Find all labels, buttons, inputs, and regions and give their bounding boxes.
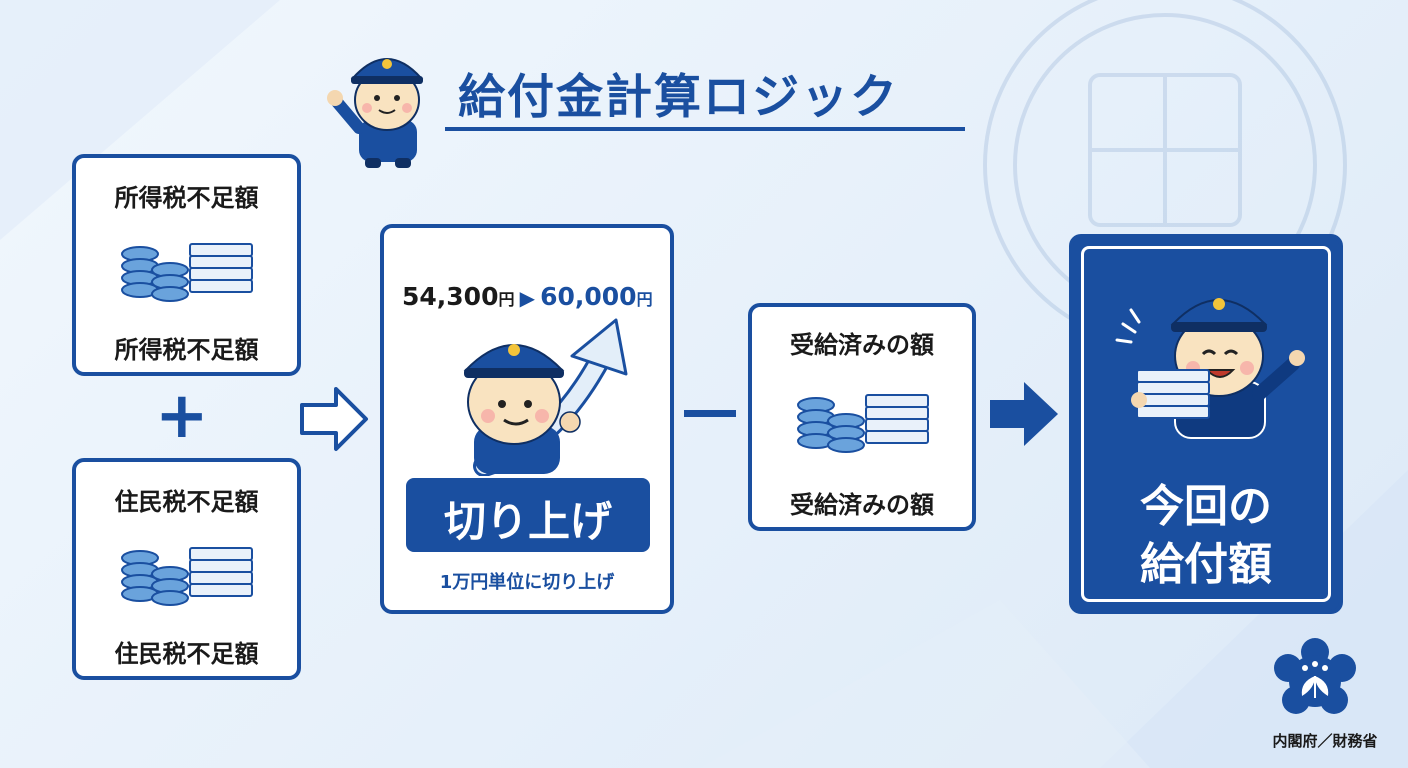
to-value: 60,000 — [540, 282, 637, 311]
resident-tax-shortfall-box: 住民税不足額 住民税不足額 — [72, 458, 301, 680]
money-stack-icon — [797, 394, 929, 453]
resident-tax-label-bottom: 住民税不足額 — [114, 640, 259, 668]
footer-credit: 内閣府／財務省 — [1272, 732, 1378, 750]
round-up-values: 54,300円 ▶ 60,000円 — [402, 282, 653, 311]
received-label-top: 受給済みの額 — [790, 331, 934, 359]
triangle-right-icon: ▶ — [519, 286, 535, 310]
result-line2: 給付額 — [1140, 539, 1272, 590]
title-underline — [445, 127, 965, 131]
outline-arrow-right-icon — [300, 387, 368, 451]
to-unit: 円 — [636, 290, 653, 309]
plus-sign: + — [155, 379, 209, 453]
from-value: 54,300 — [402, 282, 499, 311]
minus-sign — [684, 410, 736, 417]
money-stack-icon — [121, 547, 253, 606]
received-amount-box: 受給済みの額 受給済みの額 — [748, 303, 976, 531]
page-title: 給付金計算ロジック — [458, 70, 899, 125]
result-box: 今回の 給付額 — [1069, 234, 1343, 614]
income-tax-label-top: 所得税不足額 — [114, 184, 259, 212]
round-up-box: 54,300円 ▶ 60,000円 切り上げ 1万円単位に切り上げ — [380, 224, 674, 614]
income-tax-shortfall-box: 所得税不足額 所得税不足額 — [72, 154, 301, 376]
income-tax-label-bottom: 所得税不足額 — [114, 336, 259, 364]
officer-mascot-with-arrow — [463, 318, 628, 476]
money-stack-icon — [121, 243, 253, 302]
officer-mascot-with-money — [1115, 298, 1305, 439]
round-up-badge — [406, 478, 650, 552]
round-up-note: 1万円単位に切り上げ — [439, 572, 615, 593]
result-box-inner-border — [1081, 246, 1331, 602]
round-up-badge-label: 切り上げ — [443, 497, 612, 546]
officer-mascot-waving — [327, 58, 424, 168]
solid-arrow-right-icon — [990, 382, 1058, 446]
government-seal-logo — [1274, 638, 1356, 714]
from-unit: 円 — [498, 290, 515, 309]
resident-tax-label-top: 住民税不足額 — [114, 488, 259, 516]
received-label-bottom: 受給済みの額 — [790, 491, 934, 519]
result-line1: 今回の — [1140, 481, 1272, 532]
